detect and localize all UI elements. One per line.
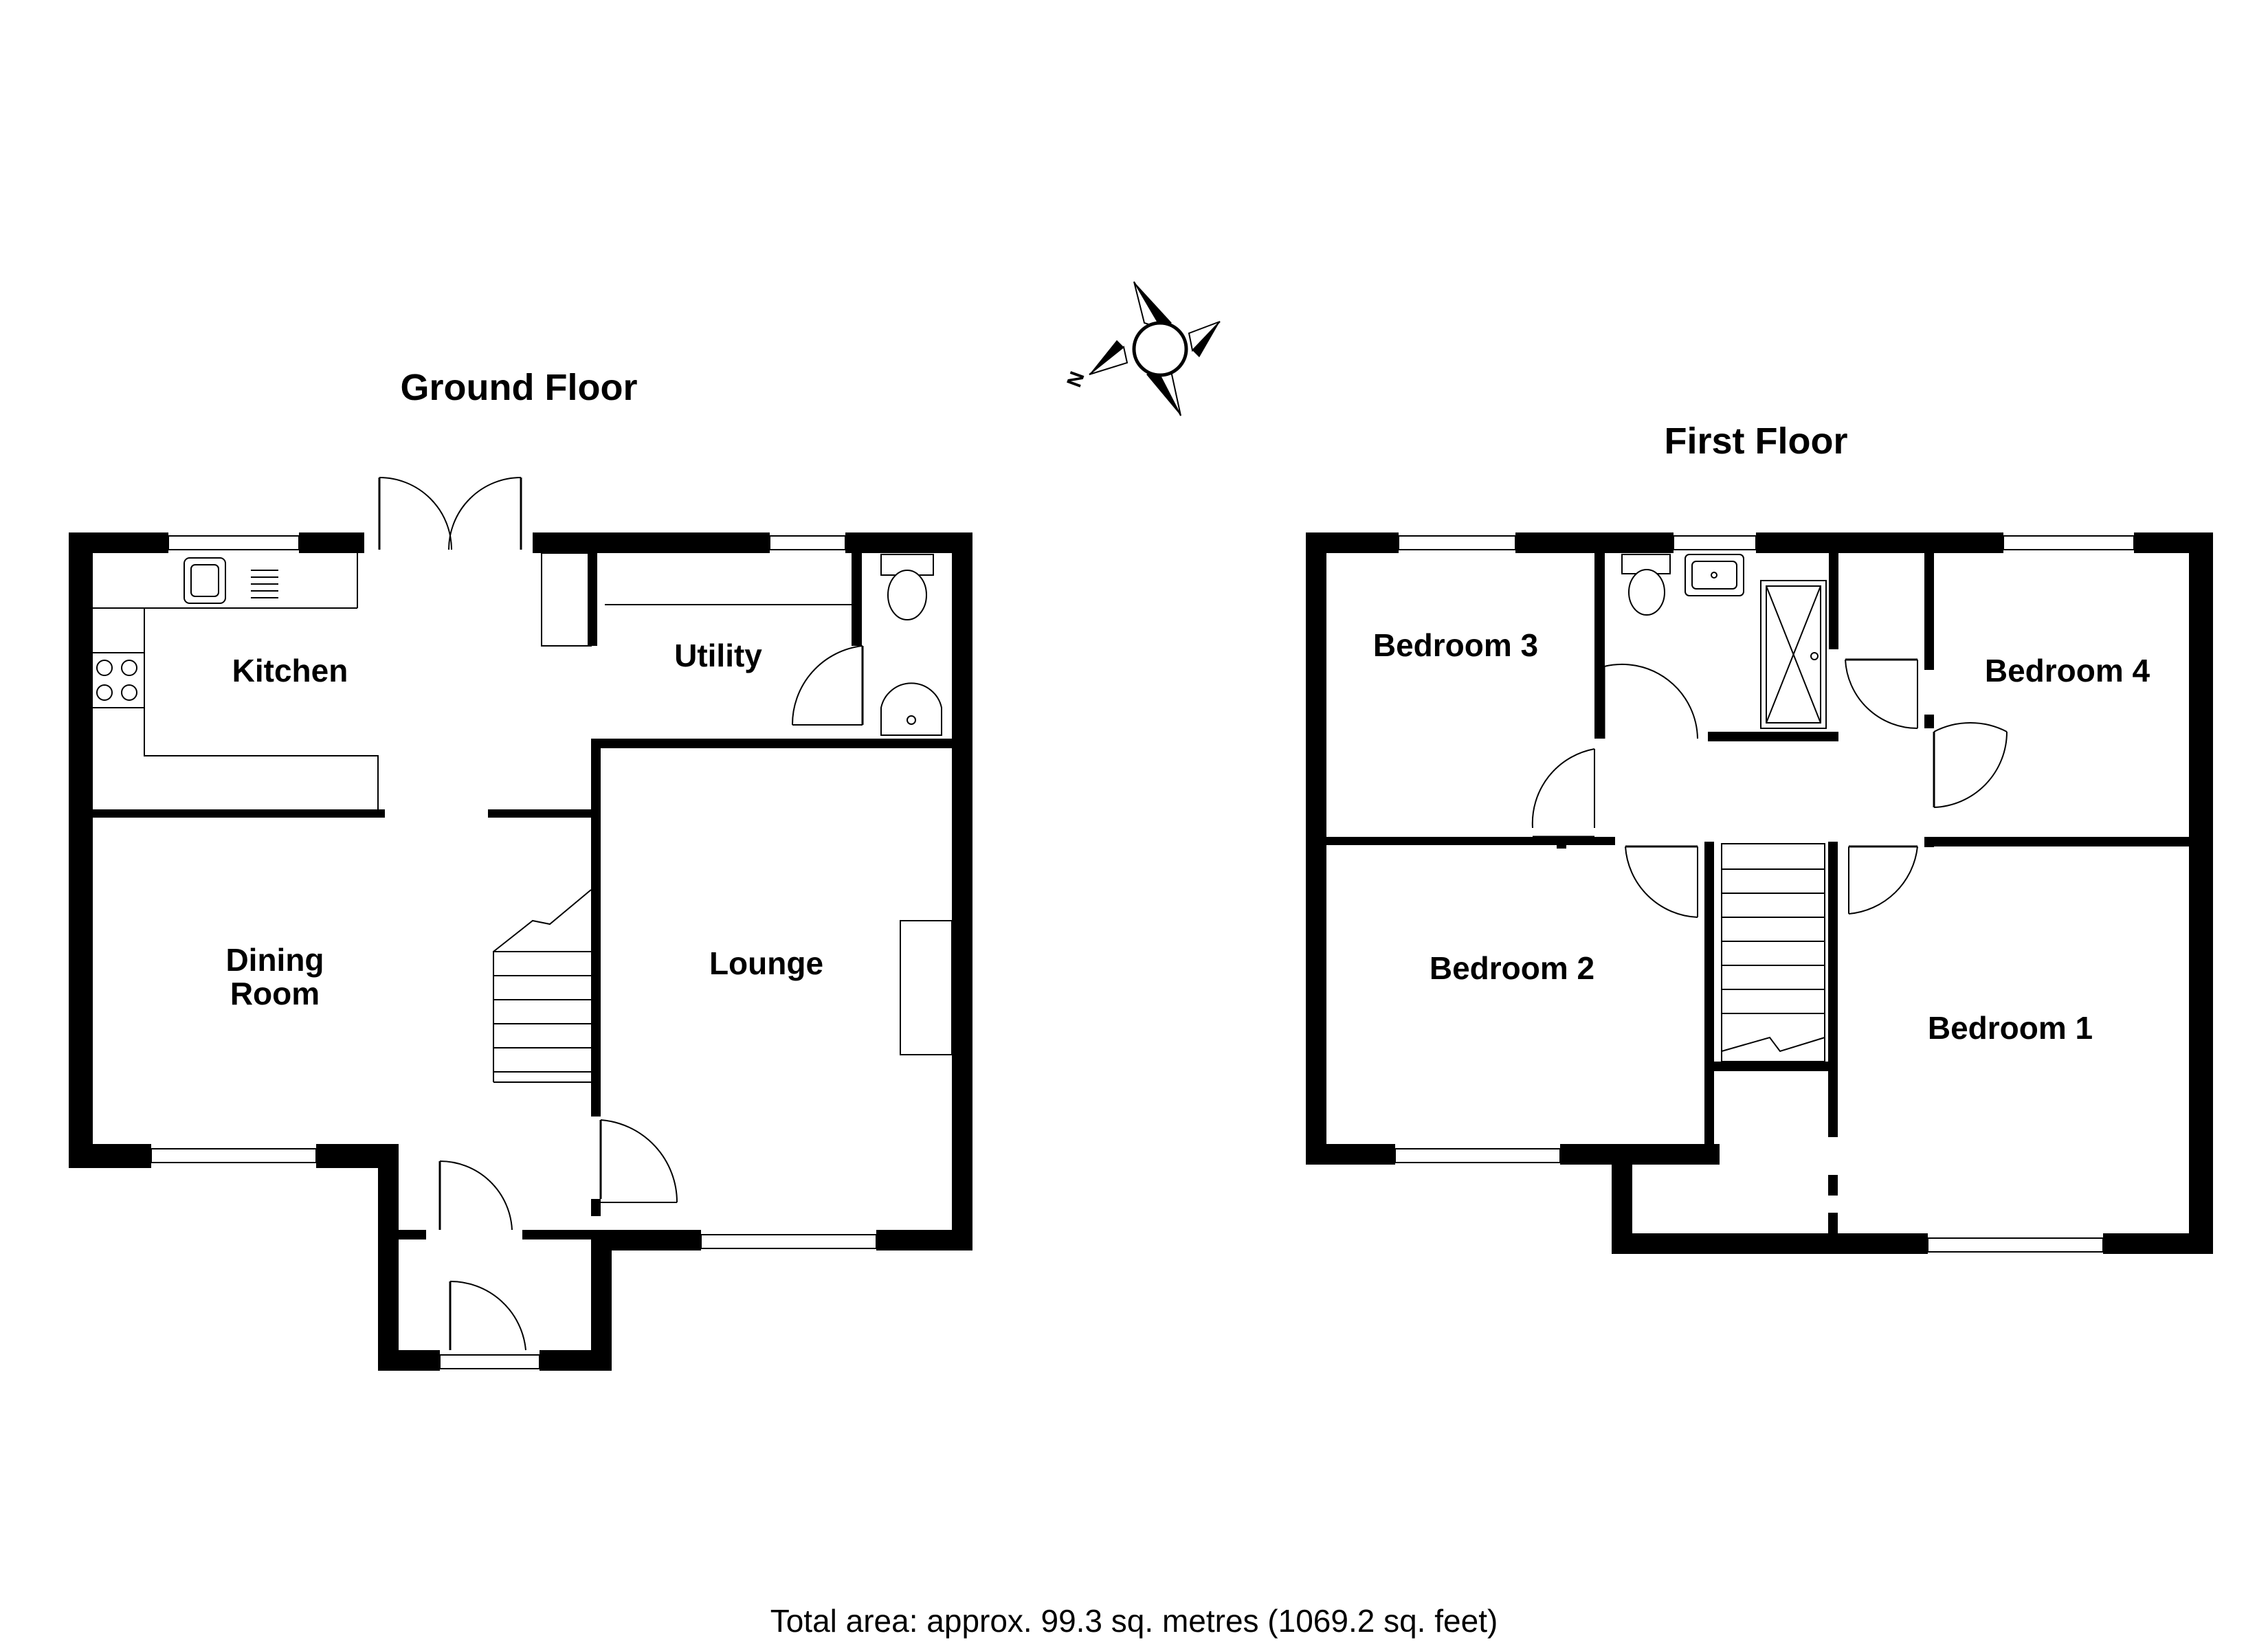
first-floor-outer-walls — [1306, 532, 2213, 1254]
porch-inner-door-icon — [438, 1160, 513, 1231]
compass-north-label: N — [1063, 368, 1089, 390]
bedroom-2-door-icon — [1625, 845, 1698, 918]
bedroom-2-window — [1394, 1148, 1561, 1163]
ground-floor-plan: Ground Floor — [69, 367, 972, 1371]
front-door-icon — [449, 1280, 526, 1351]
bedroom-1-label: Bedroom 1 — [1928, 1010, 2093, 1046]
bathroom-toilet-icon — [1621, 554, 1671, 616]
bathroom-basin-icon — [1685, 554, 1744, 596]
bedroom-3-label: Bedroom 3 — [1373, 627, 1538, 663]
kitchen-window — [168, 535, 300, 550]
bathroom-door-icon — [1603, 663, 1698, 739]
bedroom-1-door-icon — [1848, 845, 1918, 915]
cupboard-door-icon — [1845, 658, 1918, 730]
bedroom-1-window — [1927, 1237, 2104, 1253]
dining-window — [151, 1148, 317, 1163]
hob-icon — [96, 660, 137, 701]
lounge-label: Lounge — [709, 945, 823, 981]
utility-label: Utility — [674, 638, 762, 673]
kitchen-worktop — [93, 553, 379, 809]
lounge-door-icon — [599, 1119, 678, 1203]
ground-staircase-icon — [493, 889, 592, 1083]
compass-icon: N — [1063, 281, 1221, 416]
shower-icon — [1760, 580, 1827, 729]
first-staircase-icon — [1721, 843, 1825, 1062]
porch-window — [439, 1354, 540, 1369]
ground-floor-title: Ground Floor — [401, 367, 638, 408]
wc-door-icon — [791, 645, 864, 726]
first-floor-internal-walls — [1326, 553, 2189, 1233]
kitchen-label: Kitchen — [232, 653, 348, 688]
bedroom-3-window — [1398, 535, 1516, 550]
lounge-window — [700, 1234, 877, 1249]
bathroom-window — [1673, 535, 1757, 550]
bedroom-4-door-icon — [1933, 722, 2008, 808]
bedroom-2-label: Bedroom 2 — [1430, 950, 1594, 986]
french-doors-icon — [378, 477, 522, 550]
utility-window — [769, 535, 846, 550]
ground-floor-internal-walls — [93, 553, 959, 1239]
bedroom-4-window — [2003, 535, 2135, 550]
ground-floor-outer-walls — [69, 532, 972, 1371]
total-area-caption: Total area: approx. 99.3 sq. metres (106… — [770, 1603, 1498, 1639]
first-floor-plan: First Floor — [1306, 420, 2213, 1254]
lounge-fireplace — [900, 920, 953, 1055]
utility-fittings — [541, 552, 853, 647]
dining-room-label-line1: Dining — [225, 942, 324, 978]
bedroom-4-label: Bedroom 4 — [1985, 653, 2150, 688]
bedroom-3-door-icon — [1531, 748, 1595, 838]
kitchen-sink-icon — [184, 557, 278, 604]
wc-toilet-icon — [880, 554, 934, 620]
first-floor-title: First Floor — [1665, 420, 1848, 462]
wc-basin-icon — [880, 682, 942, 736]
dining-room-label-line2: Room — [230, 976, 320, 1011]
